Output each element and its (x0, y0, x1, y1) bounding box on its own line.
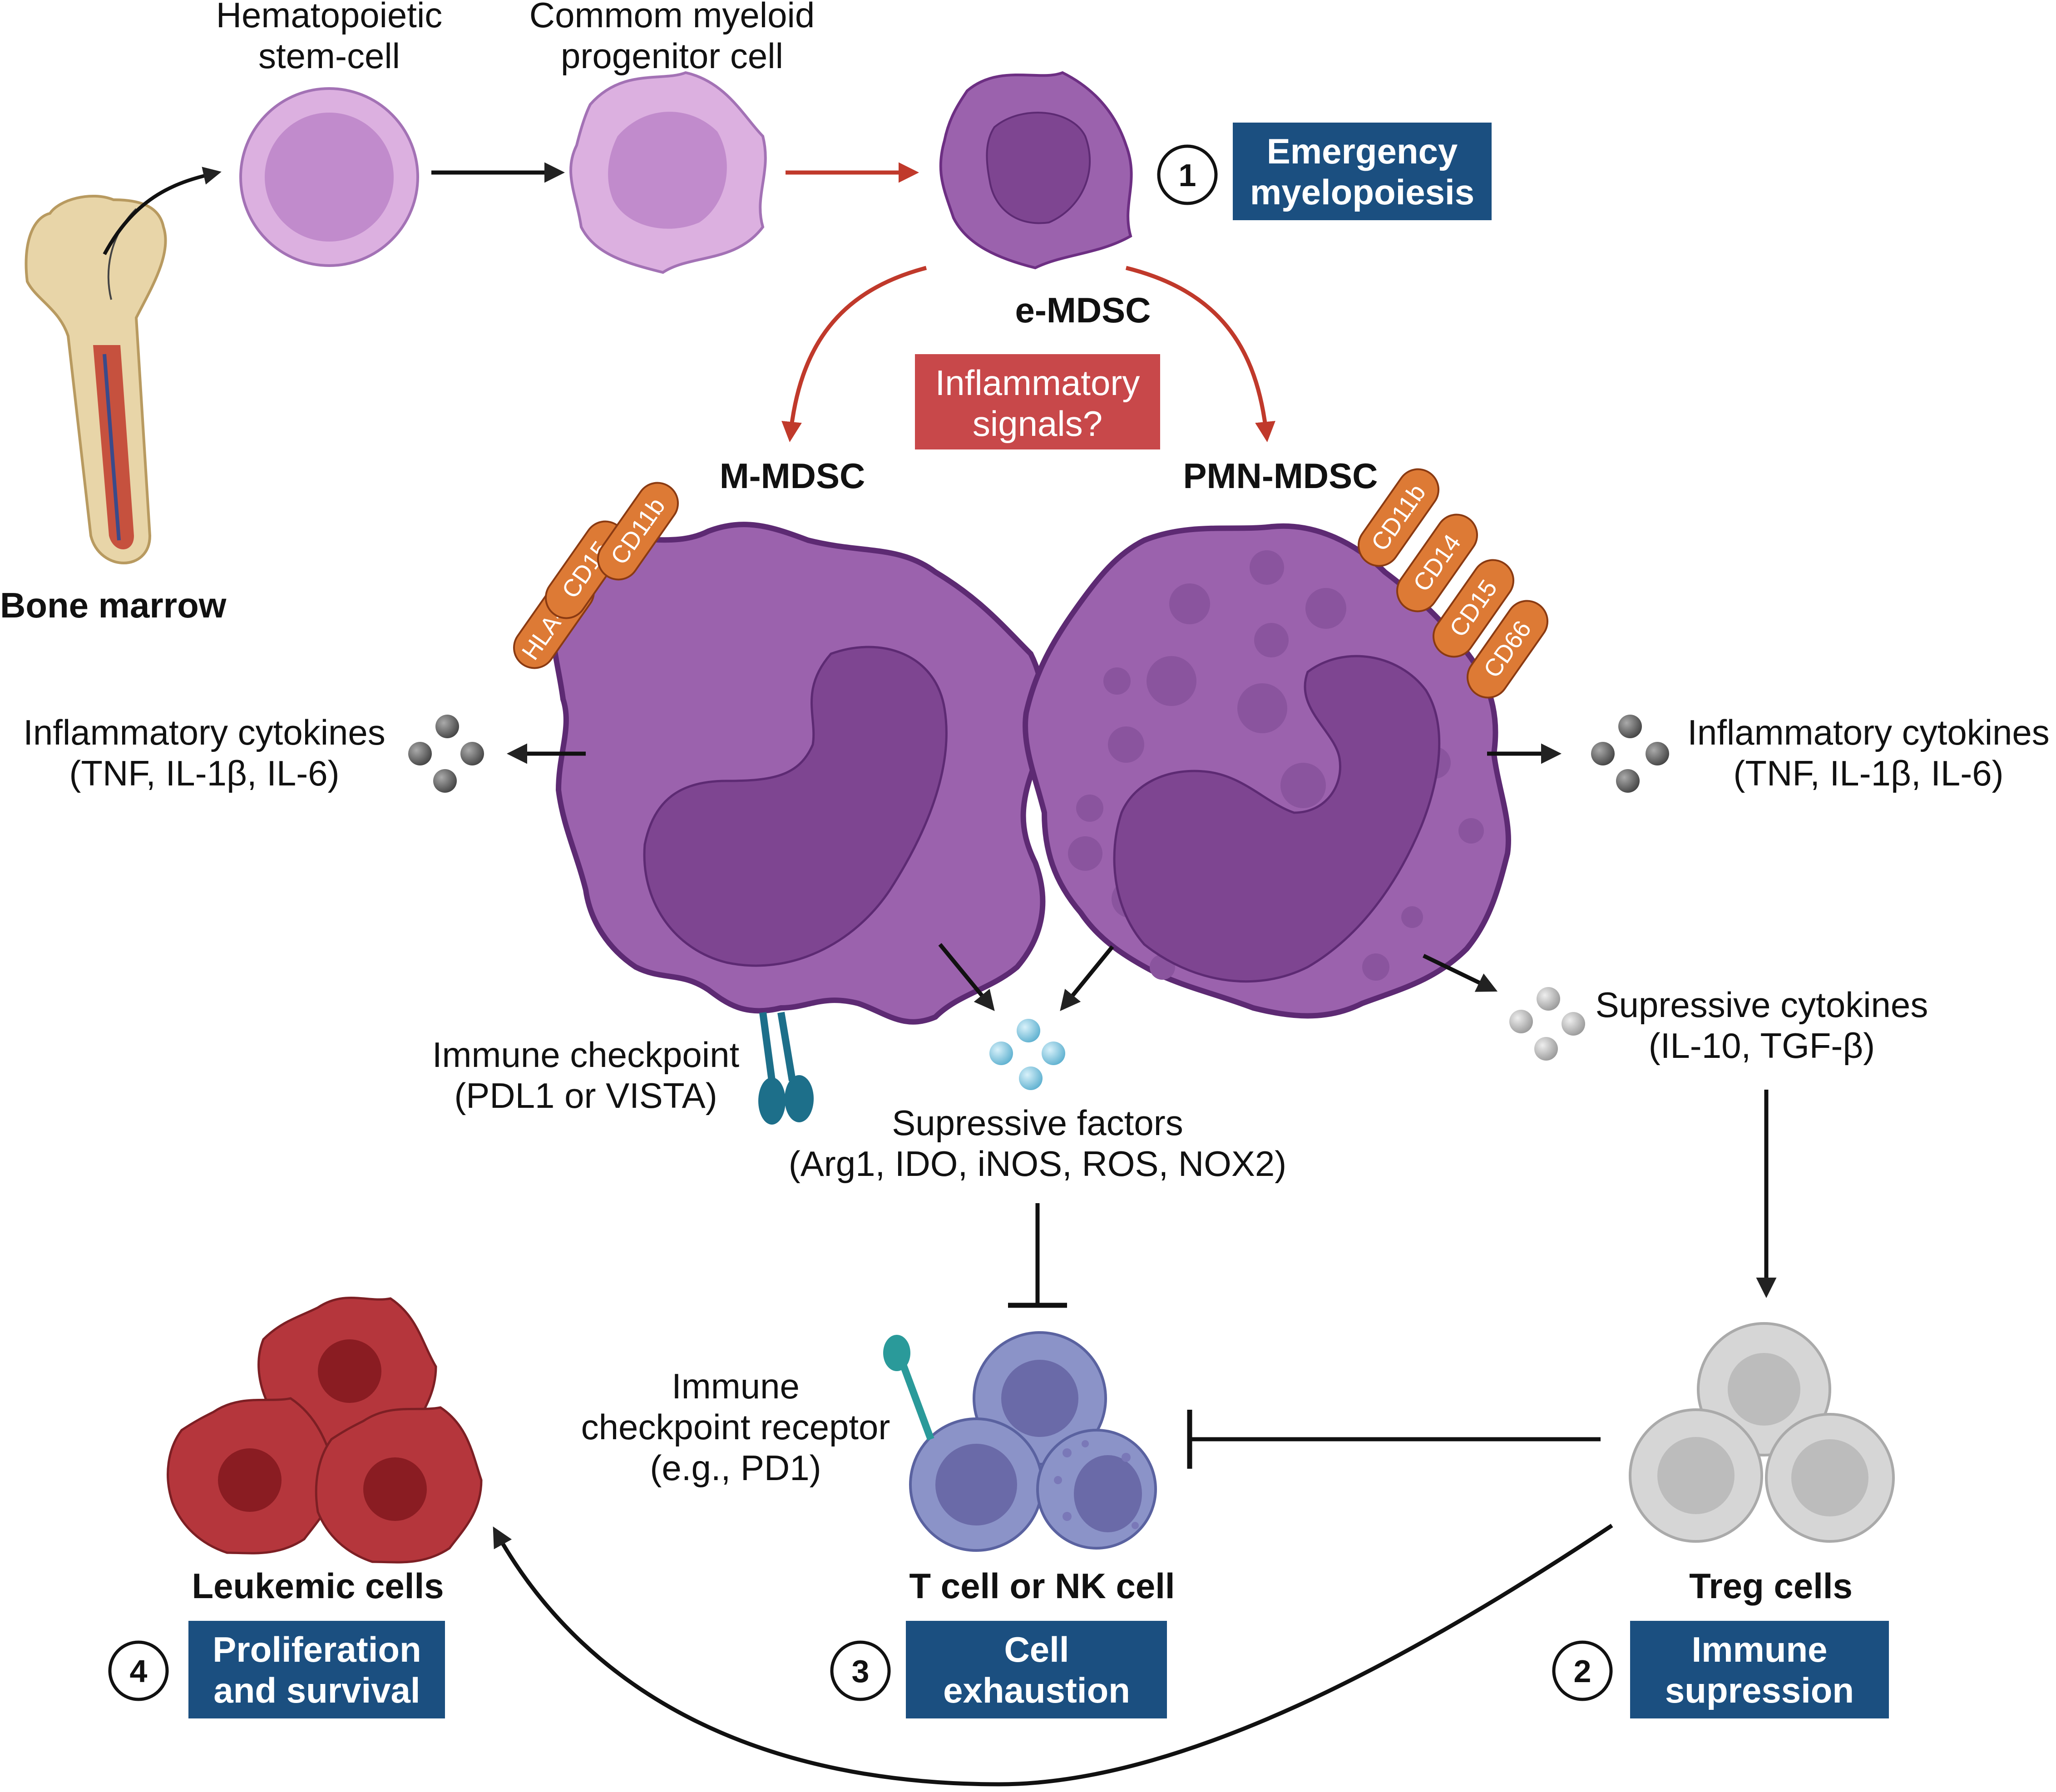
factors-inhibit-tcell (1008, 1203, 1067, 1308)
step-4-line2: and survival (213, 1670, 420, 1710)
inflammatory-signals-box: Inflammatory signals? (915, 354, 1160, 449)
treg-inhibit-tcell (1187, 1410, 1601, 1469)
e-mdsc-label: e-MDSC (1015, 290, 1151, 330)
step-1-line2: myelopoiesis (1250, 172, 1474, 212)
step-4-box (188, 1621, 445, 1718)
inflammatory-signals-line2: signals? (973, 404, 1102, 444)
step-2-line1: Immune (1691, 1629, 1827, 1669)
step-3-circle (830, 1640, 891, 1701)
step-1-circle (1157, 144, 1218, 205)
bone-illustration (25, 195, 167, 564)
treg-to-leukemic-arrow (493, 1524, 1613, 1787)
suppressive-factors-line1: Supressive factors (892, 1103, 1183, 1143)
pd1-receptor-icon (883, 1335, 934, 1441)
step-4-circle (108, 1640, 169, 1701)
pmn-mdsc-to-factors-arrow (1060, 945, 1114, 1011)
cmp-cell (569, 71, 767, 274)
m-mdsc-cell (550, 522, 1046, 1025)
step-4-number: 4 (130, 1654, 148, 1689)
checkpoint-receptor-line1: Immune (672, 1366, 800, 1406)
step-4: 4 Proliferation and survival (108, 1621, 445, 1718)
m-mdsc-to-factors-arrow (938, 943, 995, 1011)
cmp-label-line2: progenitor cell (561, 36, 783, 76)
left-cytokines-line1: Inflammatory cytokines (23, 712, 386, 752)
step-3-box (906, 1621, 1167, 1718)
m-mdsc-label: M-MDSC (720, 456, 865, 496)
step-1: 1 Emergency myelopoiesis (1157, 123, 1492, 220)
bone-marrow-label: Bone marrow (0, 585, 227, 625)
step-1-number: 1 (1179, 158, 1196, 193)
hsc-cell (239, 87, 419, 267)
leukemic-label: Leukemic cells (192, 1566, 444, 1606)
pmn-mdsc-label: PMN-MDSC (1183, 456, 1378, 496)
suppressive-factors-line2: (Arg1, IDO, iNOS, ROS, NOX2) (789, 1144, 1287, 1184)
suppressive-cytokines-line1: Supressive cytokines (1596, 985, 1928, 1025)
right-cytokines-line2: (TNF, IL-1β, IL-6) (1733, 753, 2003, 793)
pmn-mdsc-suppressive-arrow (1423, 953, 1498, 992)
hsc-label-line1: Hematopoietic (216, 0, 443, 35)
checkpoint-receptor-line2: checkpoint receptor (581, 1407, 890, 1447)
left-cytokine-dots (408, 715, 484, 793)
step-1-line1: Emergency (1267, 131, 1458, 171)
suppressive-cytokine-dots (1509, 987, 1585, 1061)
left-cytokines-line2: (TNF, IL-1β, IL-6) (69, 753, 339, 793)
m-mdsc-markers: HLA-DR CD15 CD11b (513, 482, 679, 669)
marker-cd11b-m: CD11b (597, 482, 679, 581)
leukemic-cell-cluster (167, 1296, 483, 1564)
step-3-line2: exhaustion (943, 1670, 1130, 1710)
bone-to-hsc-arrow (103, 167, 222, 255)
cmp-label-line1: Commom myeloid (529, 0, 815, 35)
treg-cell-cluster (1629, 1322, 1895, 1543)
pmn-mdsc-cell (1023, 523, 1511, 1019)
e-mdsc-cell (939, 71, 1133, 270)
step-3-number: 3 (852, 1654, 870, 1689)
step-2-number: 2 (1574, 1654, 1591, 1689)
immune-checkpoint-line1: Immune checkpoint (432, 1035, 740, 1075)
step-3: 3 Cell exhaustion (830, 1621, 1167, 1718)
step-1-box (1233, 123, 1492, 220)
t-nk-cell-cluster (909, 1331, 1157, 1552)
t-nk-cell-label: T cell or NK cell (909, 1566, 1175, 1606)
step-2-circle (1552, 1640, 1613, 1701)
checkpoint-receptor-line3: (e.g., PD1) (650, 1448, 821, 1488)
right-cytokines-line1: Inflammatory cytokines (1687, 712, 2050, 752)
hsc-label-line2: stem-cell (258, 36, 400, 76)
suppressive-factor-dots (989, 1019, 1065, 1090)
treg-label: Treg cells (1689, 1566, 1853, 1606)
right-cytokine-dots (1591, 715, 1669, 793)
emdsc-to-mmdsc-arrow (781, 266, 927, 442)
step-2: 2 Immune supression (1552, 1621, 1889, 1718)
step-2-box (1630, 1621, 1889, 1718)
emdsc-to-pmnmdsc-arrow (1125, 266, 1275, 442)
step-2-line2: supression (1665, 1670, 1854, 1710)
pdl1-checkpoint-icon (758, 1012, 814, 1125)
inflammatory-signals-line1: Inflammatory (935, 363, 1140, 403)
step-3-line1: Cell (1004, 1629, 1069, 1669)
step-4-line1: Proliferation (213, 1629, 421, 1669)
immune-checkpoint-line2: (PDL1 or VISTA) (454, 1076, 717, 1116)
suppressive-cytokines-line2: (IL-10, TGF-β) (1649, 1026, 1875, 1066)
